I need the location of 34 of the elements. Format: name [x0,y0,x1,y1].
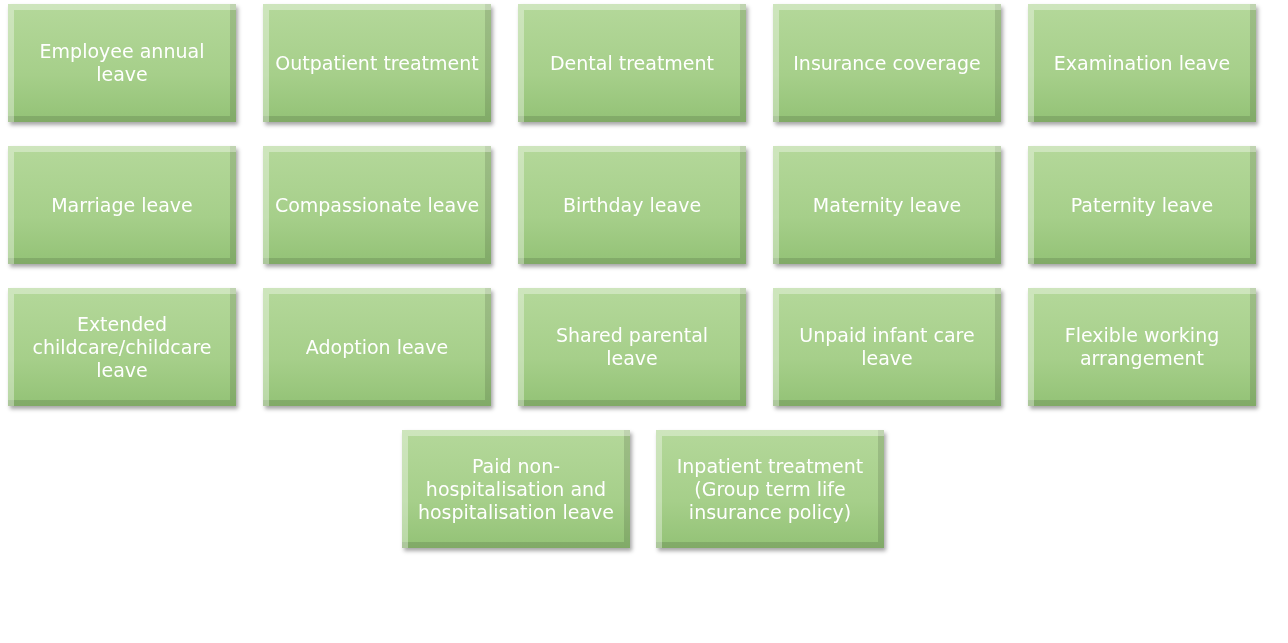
benefit-label: Compassionate leave [274,193,480,217]
benefit-box [773,146,1001,264]
benefit-label: Maternity leave [812,193,962,217]
benefit-box [263,288,491,406]
benefit-box [1028,146,1256,264]
benefit-box [518,288,746,406]
benefit-box [518,146,746,264]
benefit-box [1028,4,1256,122]
benefit-box [263,4,491,122]
benefit-box [1028,288,1256,406]
benefit-label: Dental treatment [549,51,715,75]
benefit-box [8,4,236,122]
benefit-label: Unpaid infant care leave [798,324,976,370]
benefit-label: Employee annual leave [38,40,206,86]
benefit-box [518,4,746,122]
benefit-box [8,288,236,406]
benefit-label: Marriage leave [51,193,193,217]
benefit-box [773,288,1001,406]
benefit-box [8,146,236,264]
benefit-label: Paternity leave [1070,193,1214,217]
benefit-label: Insurance coverage [793,51,981,75]
benefit-box [773,4,1001,122]
benefit-label: Flexible working arrangement [1063,324,1221,370]
benefit-label: Extended childcare/childcare leave [31,312,213,382]
benefit-label: Shared parental leave [554,324,710,370]
benefit-box [263,146,491,264]
benefit-label: Paid non-hospitalisation and hospitalisation leave [416,454,616,524]
benefit-label: Outpatient treatment [275,51,479,75]
benefit-label: Inpatient treatment (Group term life insurance policy) [675,454,865,524]
benefit-box [656,430,884,548]
benefit-label: Adoption leave [305,335,449,359]
benefit-box [402,430,630,548]
benefit-label: Birthday leave [562,193,702,217]
benefit-label: Examination leave [1053,51,1231,75]
